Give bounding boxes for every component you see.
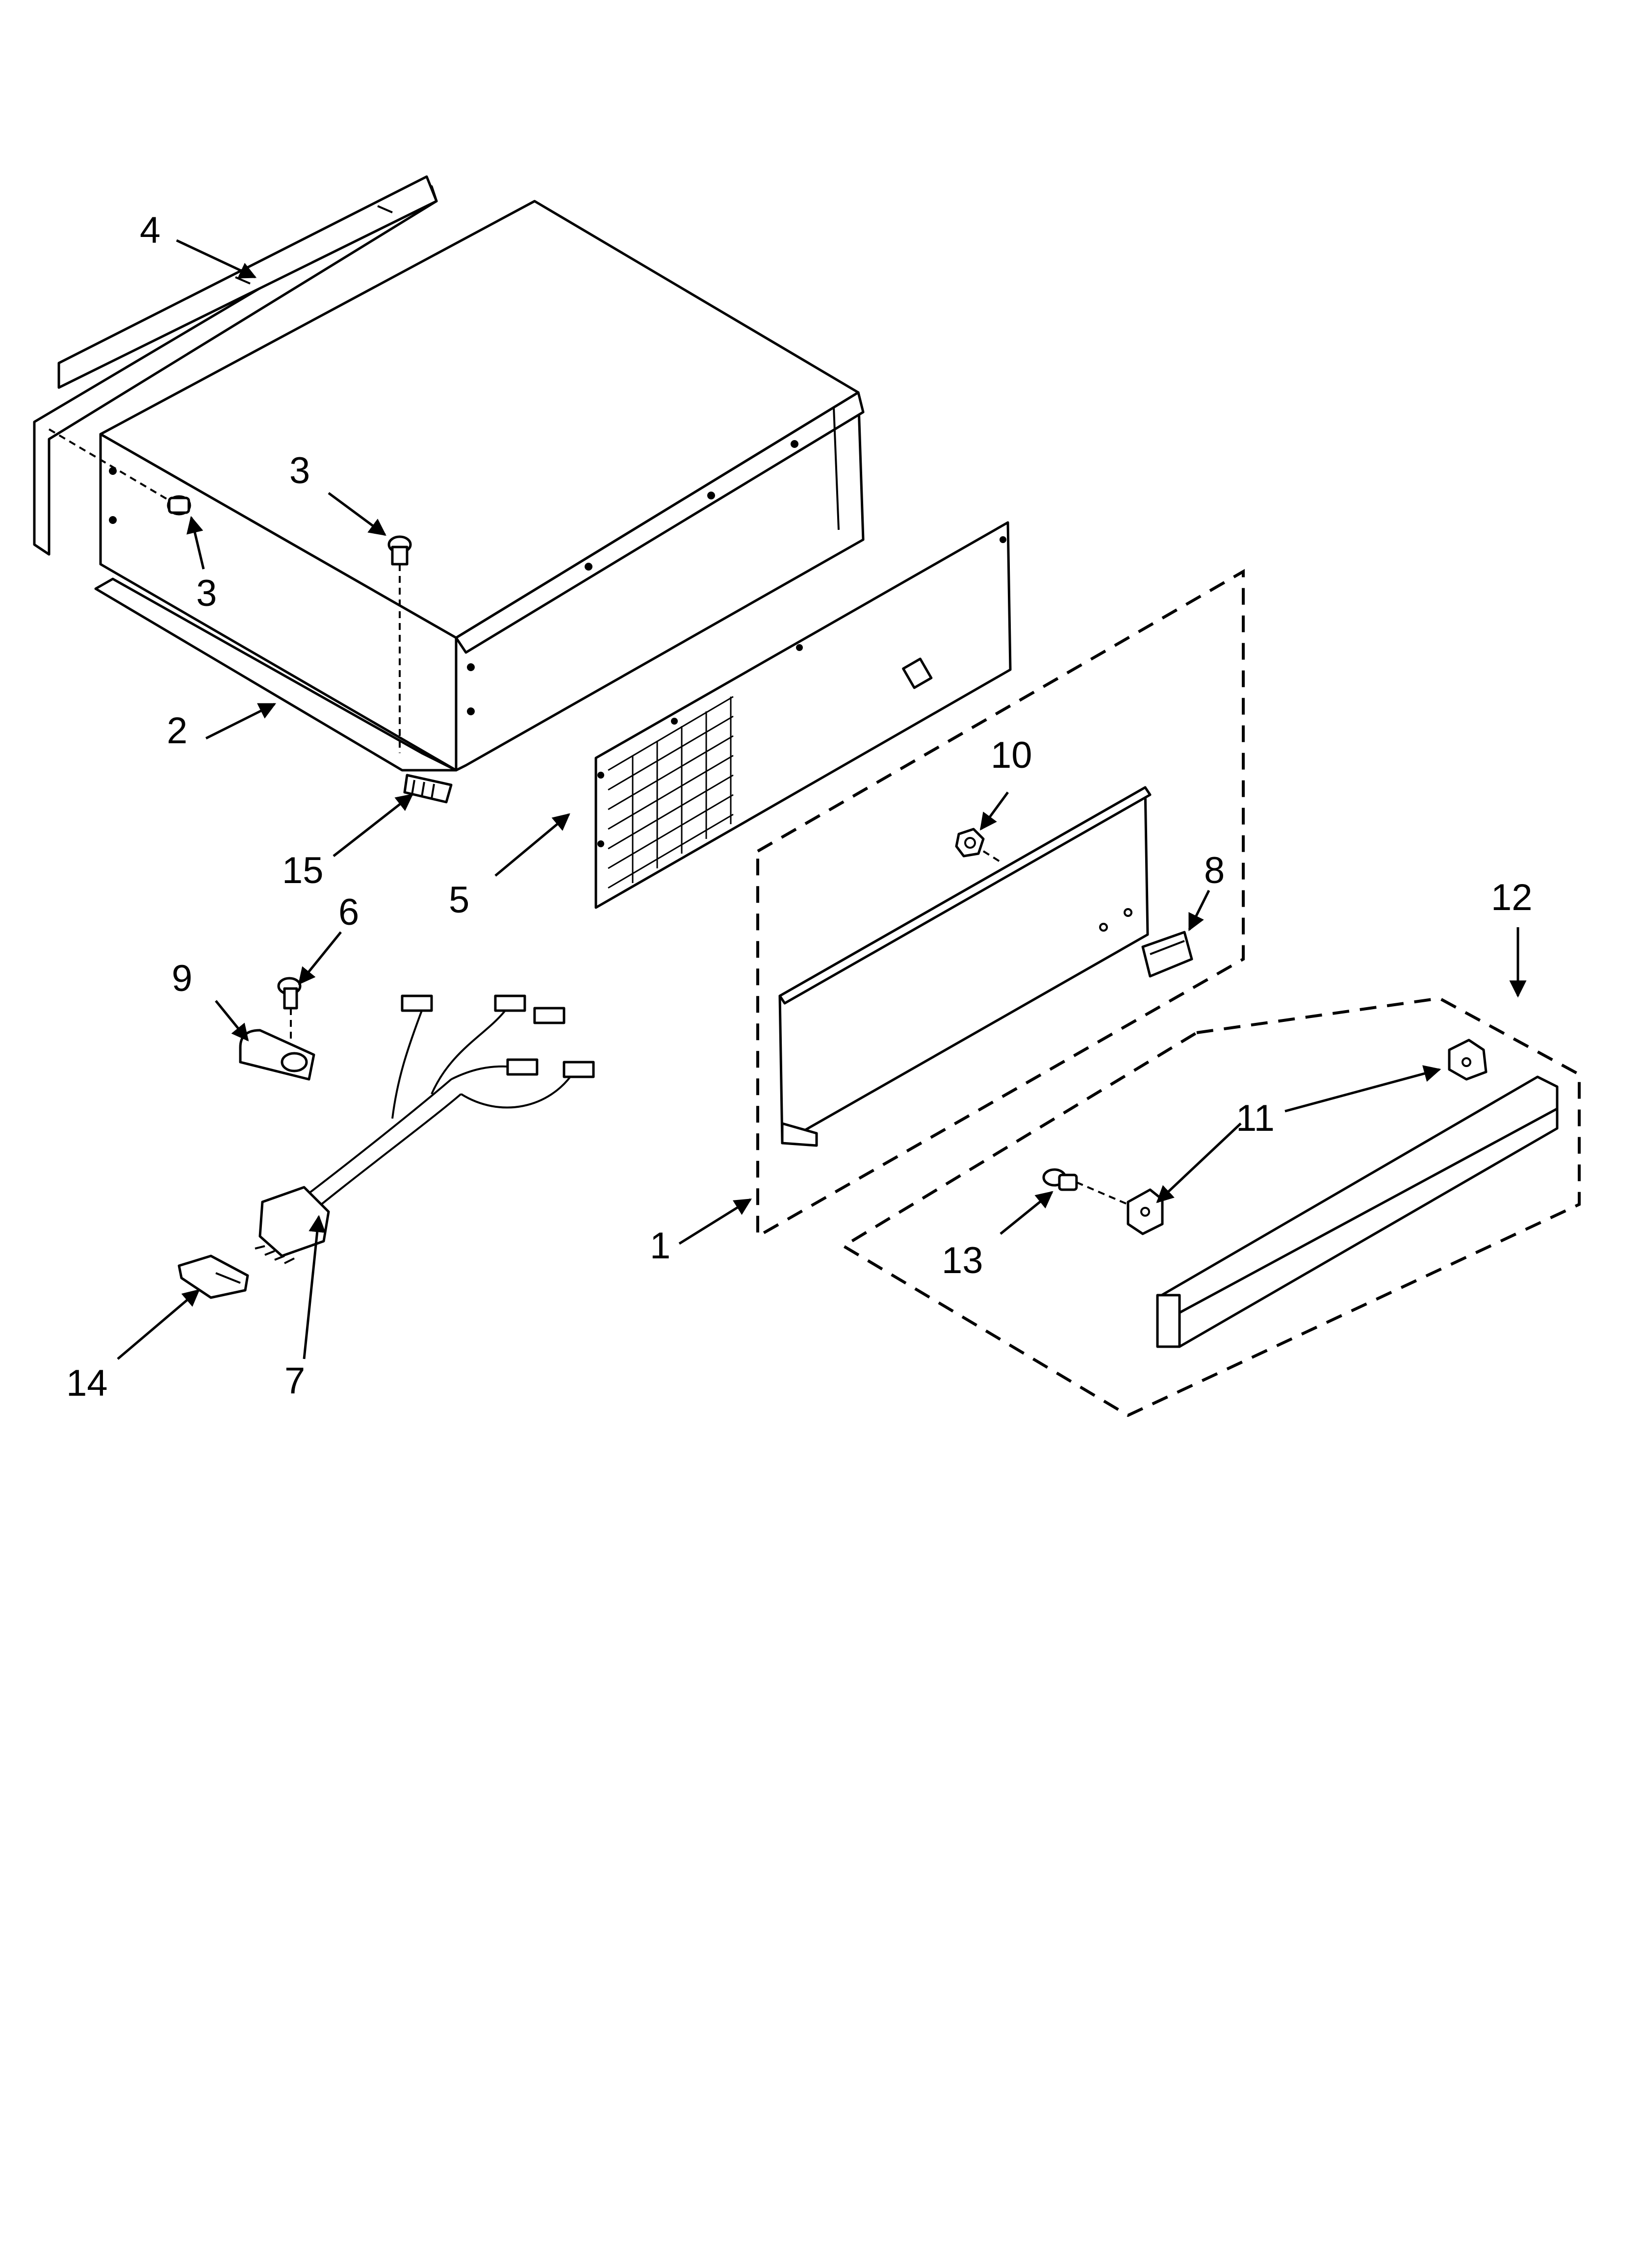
callout-12: 12 (1491, 877, 1533, 918)
callout-14: 14 (66, 1362, 108, 1404)
screw-part-3-left (48, 428, 191, 516)
callout-10: 10 (991, 734, 1032, 776)
rear-rail-part-4 (33, 175, 438, 556)
callout-9: 9 (172, 958, 192, 999)
handle-bracket-part-11-lower (1127, 1188, 1164, 1235)
assembly-box-part-12 (841, 996, 1581, 1417)
handle-bracket-part-11-upper (1448, 1039, 1488, 1081)
callout-4: 4 (140, 209, 160, 251)
callout-8: 8 (1204, 850, 1225, 891)
screw-part-3-right (387, 535, 412, 753)
callout-11: 11 (1236, 1097, 1275, 1139)
handle-bar (1156, 1075, 1559, 1348)
callout-1: 1 (650, 1225, 670, 1267)
front-panel (778, 786, 1152, 1147)
screw-part-13 (1042, 1168, 1129, 1205)
bracket-part-8 (1141, 931, 1193, 978)
clamp-part-9 (239, 1029, 315, 1081)
callout-2: 2 (167, 710, 187, 752)
callout-5: 5 (449, 879, 469, 921)
clip-part-15 (403, 774, 453, 804)
connector-clip-part-14 (178, 1254, 249, 1299)
leader-lines (117, 239, 1527, 1360)
wire-harness-part-7 (255, 994, 595, 1264)
callout-15: 15 (282, 850, 324, 891)
callout-13: 13 (942, 1240, 983, 1281)
callout-6: 6 (338, 891, 359, 933)
nut-part-10 (955, 828, 1004, 864)
assembly-box-part-1 (756, 569, 1245, 1239)
screw-part-6 (277, 977, 302, 1055)
cabinet-box (99, 200, 865, 772)
callout-3-right: 3 (289, 450, 310, 492)
callout-7: 7 (284, 1360, 305, 1402)
grille-panel-part-5 (594, 521, 1012, 909)
callout-3-left: 3 (196, 573, 217, 614)
bottom-plate-part-2 (94, 577, 458, 772)
callout-labels: 4 3 3 2 15 5 10 8 12 6 9 11 1 13 14 7 (66, 209, 1533, 1404)
